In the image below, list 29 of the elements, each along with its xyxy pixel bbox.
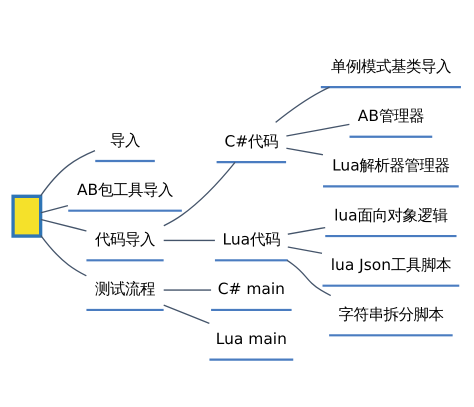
connector <box>164 289 212 291</box>
connector <box>40 235 87 276</box>
node-text: Lua main <box>216 330 287 348</box>
connector <box>286 148 324 156</box>
node-text: 代码导入 <box>95 230 156 249</box>
connector <box>286 260 332 296</box>
connector <box>40 204 68 214</box>
connector <box>40 218 87 232</box>
connector <box>40 150 96 196</box>
connector <box>275 86 330 123</box>
node-box <box>11 194 42 238</box>
connector <box>164 240 215 242</box>
node-text: lua Json工具脚本 <box>330 256 452 274</box>
connector <box>163 304 210 324</box>
node-text: 字符串拆分脚本 <box>338 306 444 324</box>
node-text: 导入 <box>110 131 140 150</box>
node-text: Lua解析器管理器 <box>332 156 450 175</box>
connector <box>164 162 236 226</box>
node-text: AB包工具导入 <box>76 180 174 199</box>
connector <box>286 124 350 137</box>
node-text: C# main <box>218 280 285 298</box>
node-text: C#代码 <box>224 132 278 150</box>
node-text: 测试流程 <box>95 280 156 298</box>
node-text: 单例模式基类导入 <box>330 57 451 76</box>
node-text: Lua代码 <box>222 230 280 249</box>
connector <box>288 226 326 235</box>
node-text: AB管理器 <box>358 106 424 125</box>
node-text: lua面向对象逻辑 <box>334 206 448 224</box>
connector <box>288 246 322 254</box>
